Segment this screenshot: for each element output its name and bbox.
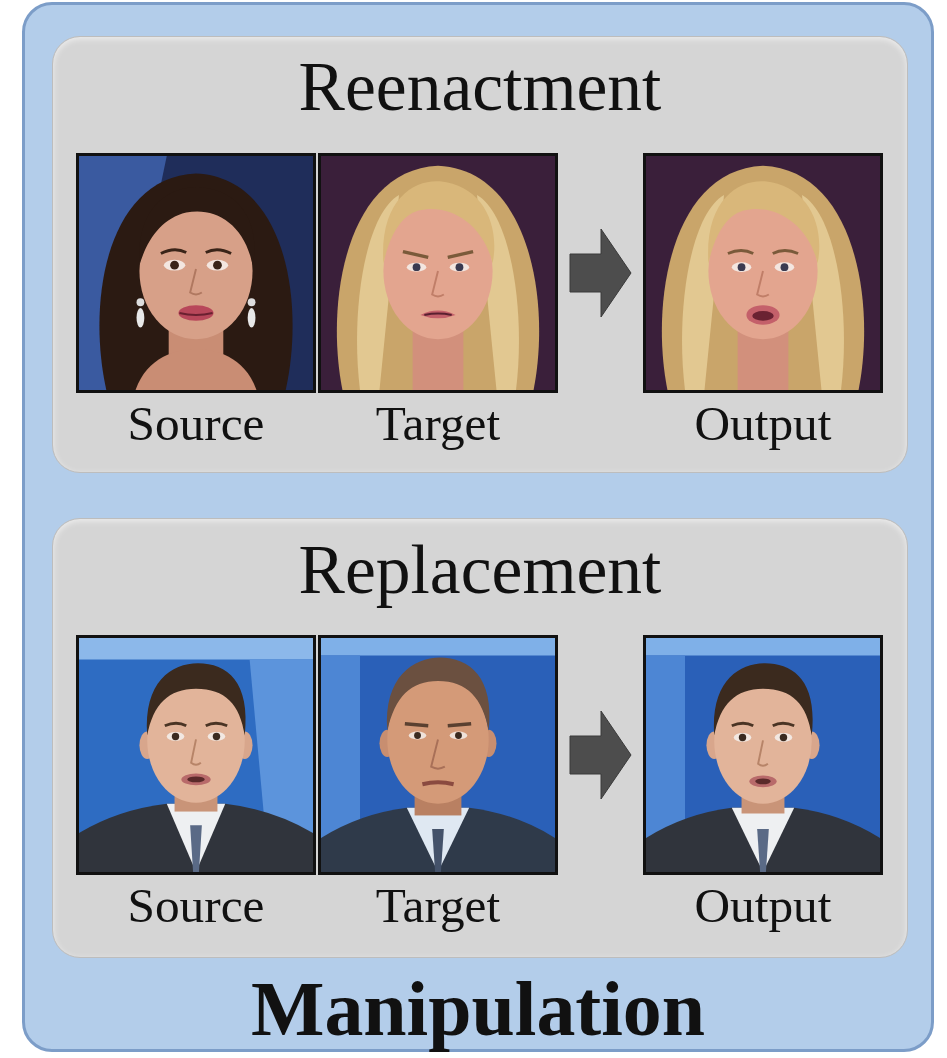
- image-tile: Output: [643, 635, 883, 930]
- outer-title: Manipulation: [25, 971, 931, 1049]
- block-arrow: [570, 711, 631, 799]
- image-tile: Target: [318, 153, 558, 448]
- method-panel: Reenactment Source Target: [52, 36, 908, 473]
- tile-label: Target: [318, 881, 558, 930]
- image-frame: [318, 153, 558, 393]
- image-tile: Target: [318, 635, 558, 930]
- panel-title: Reenactment: [53, 52, 907, 122]
- face-photo: [646, 156, 880, 390]
- face-photo: [79, 638, 313, 872]
- tile-label: Output: [643, 881, 883, 930]
- tile-label: Target: [318, 399, 558, 448]
- face-photo: [646, 638, 880, 872]
- face-photo: [321, 156, 555, 390]
- image-frame: [318, 635, 558, 875]
- image-frame: [76, 635, 316, 875]
- face-photo: [79, 156, 313, 390]
- outer-panel: Manipulation Reenactment Source Target: [22, 2, 934, 1052]
- block-arrow: [570, 229, 631, 317]
- tile-label: Source: [76, 399, 316, 448]
- image-frame: [643, 153, 883, 393]
- image-tile: Source: [76, 635, 316, 930]
- face-photo: [321, 638, 555, 872]
- panel-title: Replacement: [53, 535, 907, 605]
- image-frame: [76, 153, 316, 393]
- tile-label: Output: [643, 399, 883, 448]
- tile-label: Source: [76, 881, 316, 930]
- image-tile: Output: [643, 153, 883, 448]
- method-panel: Replacement Source Ta: [52, 518, 908, 958]
- image-frame: [643, 635, 883, 875]
- image-tile: Source: [76, 153, 316, 448]
